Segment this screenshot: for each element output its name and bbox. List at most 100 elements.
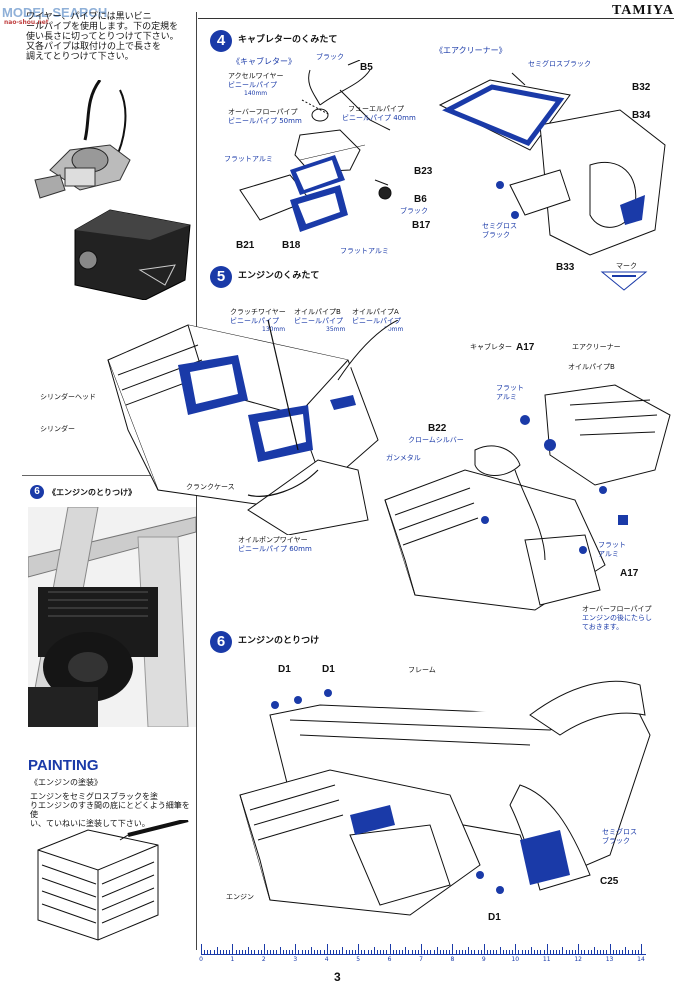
label-clutch-vinyl: ビニールパイプ [230,317,279,325]
ruler-tick [631,950,633,954]
label-overflow-note-2: ておきます。 [582,623,624,631]
page-number: 3 [334,970,341,984]
intro-line: ールパイプを使用します。下の定規を [26,22,179,32]
painting-title: PAINTING [28,757,99,774]
ruler-tick [402,950,404,954]
intro-line: 又各パイプは取付けの上で長さを [26,42,162,52]
ruler-tick [590,950,592,954]
label-semigloss: セミグロスブラック [528,60,591,68]
ruler-tick [301,950,303,954]
label-semigloss-2b: ブラック [482,231,510,239]
ruler-tick [637,950,639,954]
ruler-number: 0 [199,956,203,963]
label-accel-len: 140mm [244,90,268,97]
label-air-cleaner: エアクリーナー [572,343,621,351]
ruler-tick [241,950,243,954]
label-flat-alu: フラットアルミ [224,155,273,163]
ruler-tick [411,950,413,954]
ruler-tick [326,944,328,954]
ruler-tick [333,950,334,954]
ruler-tick [487,950,488,954]
label-cylinder: シリンダー [40,425,75,433]
ruler-tick [499,947,501,954]
ruler-tick [342,947,344,954]
ruler-number: 9 [481,956,486,963]
ruler-tick [430,950,432,954]
step4-title: キャブレターのくみたて [238,35,338,45]
ruler-tick [493,950,495,954]
ruler-number: 8 [450,956,455,963]
ruler-tick [292,950,294,954]
label-overflow-note-1: エンジンの後にたらし [582,614,652,622]
label-overflow: オーバーフローパイプ [228,108,298,116]
intro-line: 使い長さに切ってとりつけて下さい。 [26,32,179,42]
ruler-tick [512,950,514,954]
label-semigloss-2a: セミグロス [482,222,517,230]
engine-assembly-diagram [107,320,399,535]
ruler-tick [597,950,598,954]
label-semigloss-b: ブラック [602,837,630,845]
ruler-tick [383,950,385,954]
ruler-number: 10 [511,956,520,963]
ruler-tick [515,944,517,954]
label-oilpipe-a-vinyl: ビニールパイプ [352,317,401,325]
step5-title: エンジンのくみたて [238,271,320,281]
ruler-tick [641,944,642,954]
label-oilpump-vinyl: ビニールパイプ 60mm [238,545,312,553]
ruler-tick [395,950,397,954]
ruler-tick [524,950,526,954]
step4-carb-label: 《キャブレター》 [232,57,296,66]
painting-line: りエンジンのすき間の底にとどくよう細筆を使 [30,801,190,819]
ruler-tick [531,947,532,954]
ruler-tick [405,947,407,954]
ruler-number: 11 [542,956,551,963]
ruler-tick [581,950,583,954]
ruler-tick [339,950,341,954]
label-d1-b: D1 [322,664,335,675]
ruler-number: 14 [637,956,645,963]
ruler-tick [408,950,410,954]
ruler-number: 5 [356,956,361,963]
ruler-tick [575,950,576,954]
label-frame: フレーム [408,666,436,674]
ruler-tick [276,950,278,954]
label-b34: B34 [632,110,651,121]
ruler-tick [345,950,347,954]
ruler-tick [452,944,454,954]
label-b23: B23 [414,166,433,177]
ruler-tick [584,950,586,954]
label-b6: B6 [414,194,427,205]
ruler-tick [248,947,250,954]
ruler-tick [295,944,297,954]
ruler-tick [619,950,620,954]
ruler-tick [458,950,460,954]
header-rule [198,18,674,19]
ruler-tick [226,950,228,954]
ruler-tick [468,947,470,954]
step6-number: 6 [210,631,232,653]
step6-title: エンジンのとりつけ [238,636,320,646]
step5-number: 5 [210,266,232,288]
ruler-tick [559,950,561,954]
ruler-tick [424,950,426,954]
label-cylinder-head: シリンダーヘッド [40,393,96,401]
step4-aircleaner-label: 《エアクリーナー》 [435,46,507,55]
ruler-tick [474,950,476,954]
ruler-tick [578,944,580,954]
label-d1-c: D1 [488,912,501,923]
painting-line: エンジンをセミグロスブラックを塗 [30,792,158,801]
ruler-tick [254,950,256,954]
ruler-tick [443,950,444,954]
painting-illustration [37,820,189,941]
ruler-tick [307,950,309,954]
ruler-tick [285,950,287,954]
ruler-tick [446,950,448,954]
step4-number: 4 [210,30,232,52]
painting-subtitle: 《エンジンの塗装》 [30,778,102,787]
ruler-tick [223,950,224,954]
label-flat-b: アルミ [496,393,517,401]
label-b33: B33 [556,262,575,273]
ruler-number: 1 [230,956,235,963]
ruler-number: 12 [574,956,582,963]
